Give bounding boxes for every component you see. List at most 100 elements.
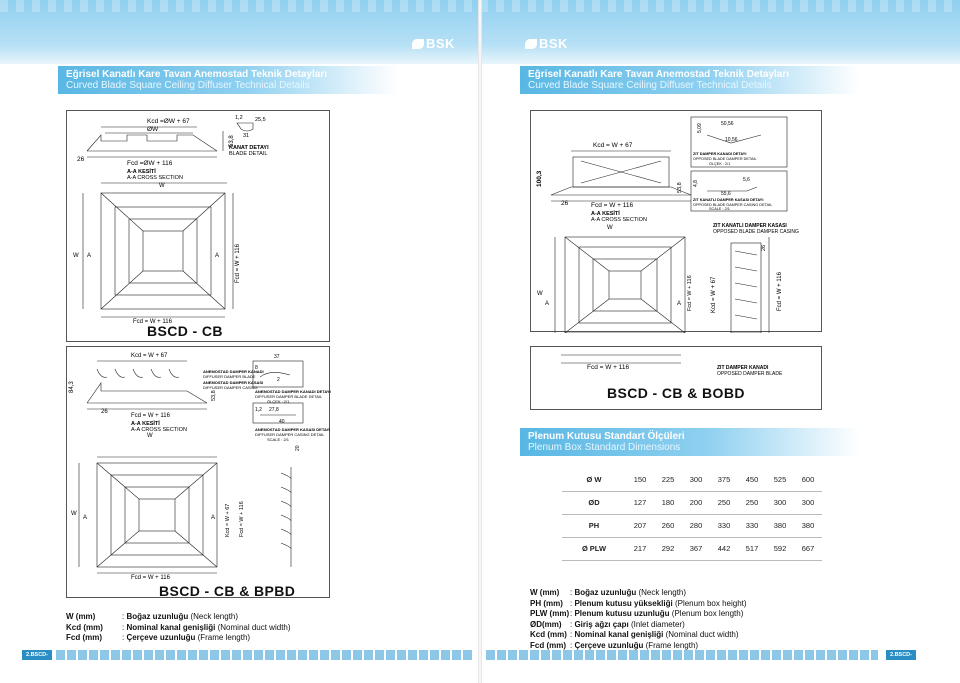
- legend-row: Kcd (mm): Nominal kanal genişliği (Nomin…: [530, 630, 739, 639]
- left-title-en: Curved Blade Square Ceiling Diffuser Tec…: [66, 80, 310, 91]
- bpbd-casing-en: DIFFUSER DAMPER CASING: [203, 385, 258, 390]
- bscd-cb-blade-en: BLADE DETAIL: [229, 151, 267, 157]
- legend-row: Fcd (mm): Çerçeve uzunluğu (Frame length…: [530, 640, 699, 650]
- page-spine: [478, 0, 482, 683]
- row-label-text: ØD: [588, 498, 600, 507]
- table-cell: 592: [773, 544, 787, 553]
- row-label-text: PLW: [589, 544, 607, 553]
- table-cell: 250: [745, 498, 759, 507]
- bscd-cb-a-left: A: [87, 253, 91, 259]
- obd-kcd: Kcd = W + 67: [593, 142, 633, 149]
- obd-w-label: W: [607, 225, 613, 231]
- table-cell: 217: [633, 544, 647, 553]
- bpbd-detail2-en: DIFFUSER DAMPER CASING DETAIL: [255, 432, 325, 437]
- legend-row: Fcd (mm): Çerçeve uzunluğu (Frame length…: [66, 633, 251, 642]
- bscd-cb-kcd: Kcd =ØW + 67: [147, 118, 190, 125]
- left-title-tr: Eğrisel Kanatlı Kare Tavan Anemostad Tek…: [66, 69, 328, 80]
- bscd-cb-blade-dim-b: 31: [243, 133, 249, 139]
- bpbd-detail2-tr: ANEMOSTAD DAMPER KASASI DETAYI: [255, 427, 330, 432]
- obd-dim-e: 5,6: [743, 177, 750, 183]
- bpbd-a-right: A: [211, 515, 215, 521]
- left-panel-bscd-cb-bpbd: Kcd = W + 67 84,3 26 Fcd = W + 116 53,8 …: [66, 346, 331, 599]
- table-cell: 300: [689, 474, 703, 484]
- obd-dim538: 53,8: [677, 182, 683, 193]
- bscd-cb-fcd-vert: Fcd = W + 116: [235, 243, 241, 283]
- table-cell: 300: [801, 498, 815, 507]
- obd-fcd: Fcd = W + 116: [591, 202, 634, 209]
- obd-detail-b-en: OPPOSED BLADE DAMPER CASING DETAIL: [693, 203, 772, 207]
- table-cell: 200: [689, 498, 703, 507]
- obd-dim-a: 5,09: [697, 123, 703, 133]
- table-cell: 150: [633, 474, 647, 484]
- legend-row: PH (mm): Plenum kutusu yüksekliği (Plenu…: [530, 598, 747, 608]
- left-legend: W (mm): Boğaz uzunluğu (Neck length) Kcd…: [66, 612, 291, 644]
- right-footer-stripe: [486, 650, 878, 660]
- bscd-cb-a-right: A: [215, 253, 219, 259]
- bpbd-dim26: 26: [101, 409, 108, 415]
- brand-logo-left: BSK: [412, 36, 455, 51]
- left-footer-stripe: [56, 650, 474, 660]
- obd-a-right: A: [677, 301, 681, 307]
- bpbd-dim843: 84,3: [69, 381, 75, 393]
- right-title-banner: Eğrisel Kanatlı Kare Tavan Anemostad Tek…: [520, 66, 860, 94]
- bobd-fcd: Fcd = W + 116: [587, 364, 630, 371]
- table-cell: 127: [633, 498, 647, 507]
- obd-section-tr: A-A KESİTİ: [591, 210, 620, 217]
- table-cell: 600: [801, 474, 815, 484]
- bpbd-w-label: W: [147, 433, 153, 439]
- bscd-cb-blade-dim-c: 25,5: [255, 117, 266, 123]
- row-label-text: PH: [588, 521, 600, 530]
- obd-detail-a-tr: ZIT DAMPER KANADI DETAYI: [693, 152, 746, 156]
- bpbd-fcd-bottom: Fcd = W + 116: [131, 575, 171, 581]
- bpbd-scale2: SCALE : 2/1: [267, 437, 290, 442]
- bscd-cb-w-side: W: [73, 253, 79, 259]
- bpbd-section-tr: A-A KESİTİ: [131, 420, 160, 427]
- bpbd-fcd: Fcd = W + 116: [131, 413, 171, 419]
- bscd-cb-dim538: 53,8: [229, 135, 235, 147]
- right-title-en: Curved Blade Square Ceiling Diffuser Tec…: [528, 80, 772, 91]
- obd-dim-d: 4,8: [693, 180, 699, 187]
- right-title-tr: Eğrisel Kanatlı Kare Tavan Anemostad Tek…: [528, 69, 790, 80]
- bpbd-detail1-en: DIFFUSER DAMPER BLADE DETAIL: [255, 394, 323, 399]
- left-panel-bscd-cb: Kcd =ØW + 67 ØW 26 Fcd =ØW + 116 53,8 A-…: [66, 110, 330, 342]
- right-page-code: 2.BSCD-CB.5: [886, 650, 916, 668]
- bscd-cb-fcd: Fcd =ØW + 116: [127, 160, 173, 167]
- right-panel-bscd-cb-obd: Kcd = W + 67 100,3 26 53,8 Fcd = W + 116…: [530, 110, 822, 333]
- table-cell: 367: [689, 544, 703, 553]
- obd-a-left: A: [545, 301, 549, 307]
- logo-mark-icon: [412, 39, 424, 49]
- obd-section-en: A-A CROSS SECTION: [591, 217, 647, 223]
- obd-w-side: W: [537, 291, 543, 297]
- bpbd-damper-tr: ANEMOSTAD DAMPER KANADI: [203, 369, 264, 374]
- legend-row: ØD(mm): Giriş ağzı çapı (Inlet diameter): [530, 619, 685, 629]
- table-cell: 450: [745, 474, 759, 484]
- table-cell: 380: [773, 521, 787, 530]
- bscd-cb-section-en: A-A CROSS SECTION: [127, 175, 183, 181]
- table-cell: 375: [717, 474, 731, 484]
- left-title-banner: Eğrisel Kanatlı Kare Tavan Anemostad Tek…: [58, 66, 398, 94]
- table-cell: 292: [661, 544, 675, 553]
- table-cell: 180: [661, 498, 675, 507]
- bscd-cb-drawing: Kcd =ØW + 67 ØW 26 Fcd =ØW + 116 53,8 A-…: [73, 115, 269, 325]
- brand-logo-right: BSK: [525, 36, 568, 51]
- bpbd-fcd-vert: Fcd = W + 116: [239, 501, 245, 537]
- bscd-cb-bpbd-drawing: Kcd = W + 67 84,3 26 Fcd = W + 116 53,8 …: [69, 353, 331, 581]
- table-cell: 207: [633, 521, 647, 530]
- legend-row: W (mm): Boğaz uzunluğu (Neck length): [530, 588, 687, 597]
- bpbd-w-side: W: [71, 511, 77, 517]
- table-cell: 260: [661, 521, 675, 530]
- obd-kcd-vert: Kcd = W + 67: [711, 276, 717, 313]
- obd-opp-casing-tr: ZIT KANATLI DAMPER KASASI: [713, 223, 787, 229]
- bpbd-d2: 2: [277, 377, 280, 383]
- bobd-blade-en: OPPOSED DAMPER BLADE: [717, 371, 783, 377]
- obd-fcd-vert: Fcd = W + 116: [687, 275, 693, 311]
- obd-fcd-vert2: Fcd = W + 116: [777, 271, 783, 311]
- obd-dim26: 26: [561, 200, 569, 207]
- bpbd-kcd-vert: Kcd = W + 67: [225, 504, 231, 537]
- obd-olcek-a: ÖLÇEK : 2/1: [709, 162, 730, 166]
- obd-opp-casing-en: OPPOSED BLADE DAMPER CASING: [713, 229, 799, 235]
